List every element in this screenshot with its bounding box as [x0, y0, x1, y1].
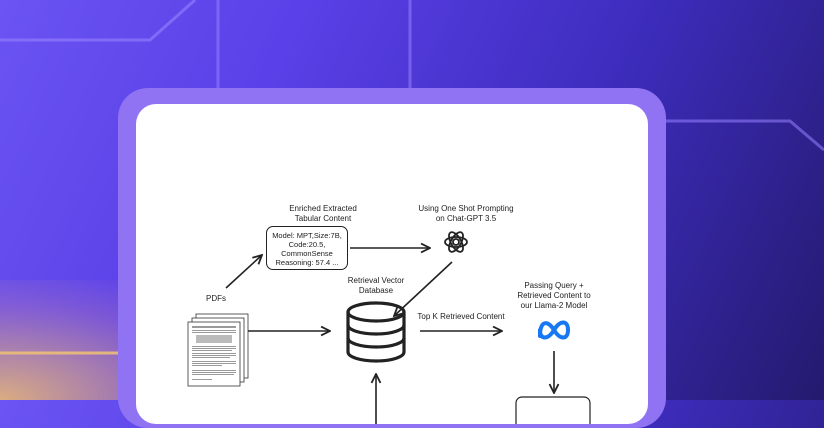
meta-logo-icon — [538, 320, 570, 340]
passing-line2: Retrieved Content to — [517, 291, 591, 300]
diagram-canvas — [187, 231, 591, 424]
openai-logo-icon — [444, 231, 468, 253]
diagram-card: Enriched Extracted Tabular Content Model… — [136, 104, 648, 424]
vectordb-line2: Database — [358, 286, 394, 295]
pdf-document-icon — [187, 313, 249, 387]
passing-line1: Passing Query + — [524, 281, 584, 290]
enriched-content-box: Model: MPT,Size:7B, Code:20.5, CommonSen… — [266, 226, 348, 270]
enriched-box-line3: CommonSense — [281, 249, 333, 258]
enriched-box-line4: Reasoning: 57.4 ... — [275, 258, 339, 267]
passing-line3: our Llama-2 Model — [520, 301, 588, 310]
arrow-pdfs-to-enriched — [225, 255, 262, 289]
output-box — [515, 396, 591, 424]
passing-label: Passing Query + Retrieved Content to our… — [504, 281, 604, 311]
arrow-chatgpt-to-database — [394, 261, 453, 316]
vectordb-line1: Retrieval Vector — [347, 276, 405, 285]
vectordb-label: Retrieval Vector Database — [336, 276, 416, 296]
enriched-box-line2: Code:20.5, — [288, 240, 326, 249]
background-lines — [0, 0, 824, 355]
oneshot-line1: Using One Shot Prompting — [418, 204, 514, 213]
enriched-title-line2: Tabular Content — [294, 214, 352, 223]
enriched-title-line1: Enriched Extracted — [289, 204, 357, 213]
enriched-box-line1: Model: MPT,Size:7B, — [272, 231, 342, 240]
database-icon — [346, 301, 406, 363]
pdfs-label: PDFs — [206, 294, 226, 303]
enriched-title: Enriched Extracted Tabular Content — [268, 204, 378, 224]
oneshot-label: Using One Shot Prompting on Chat-GPT 3.5 — [406, 204, 526, 224]
oneshot-line2: on Chat-GPT 3.5 — [435, 214, 497, 223]
topk-label: Top K Retrieved Content — [417, 312, 505, 321]
